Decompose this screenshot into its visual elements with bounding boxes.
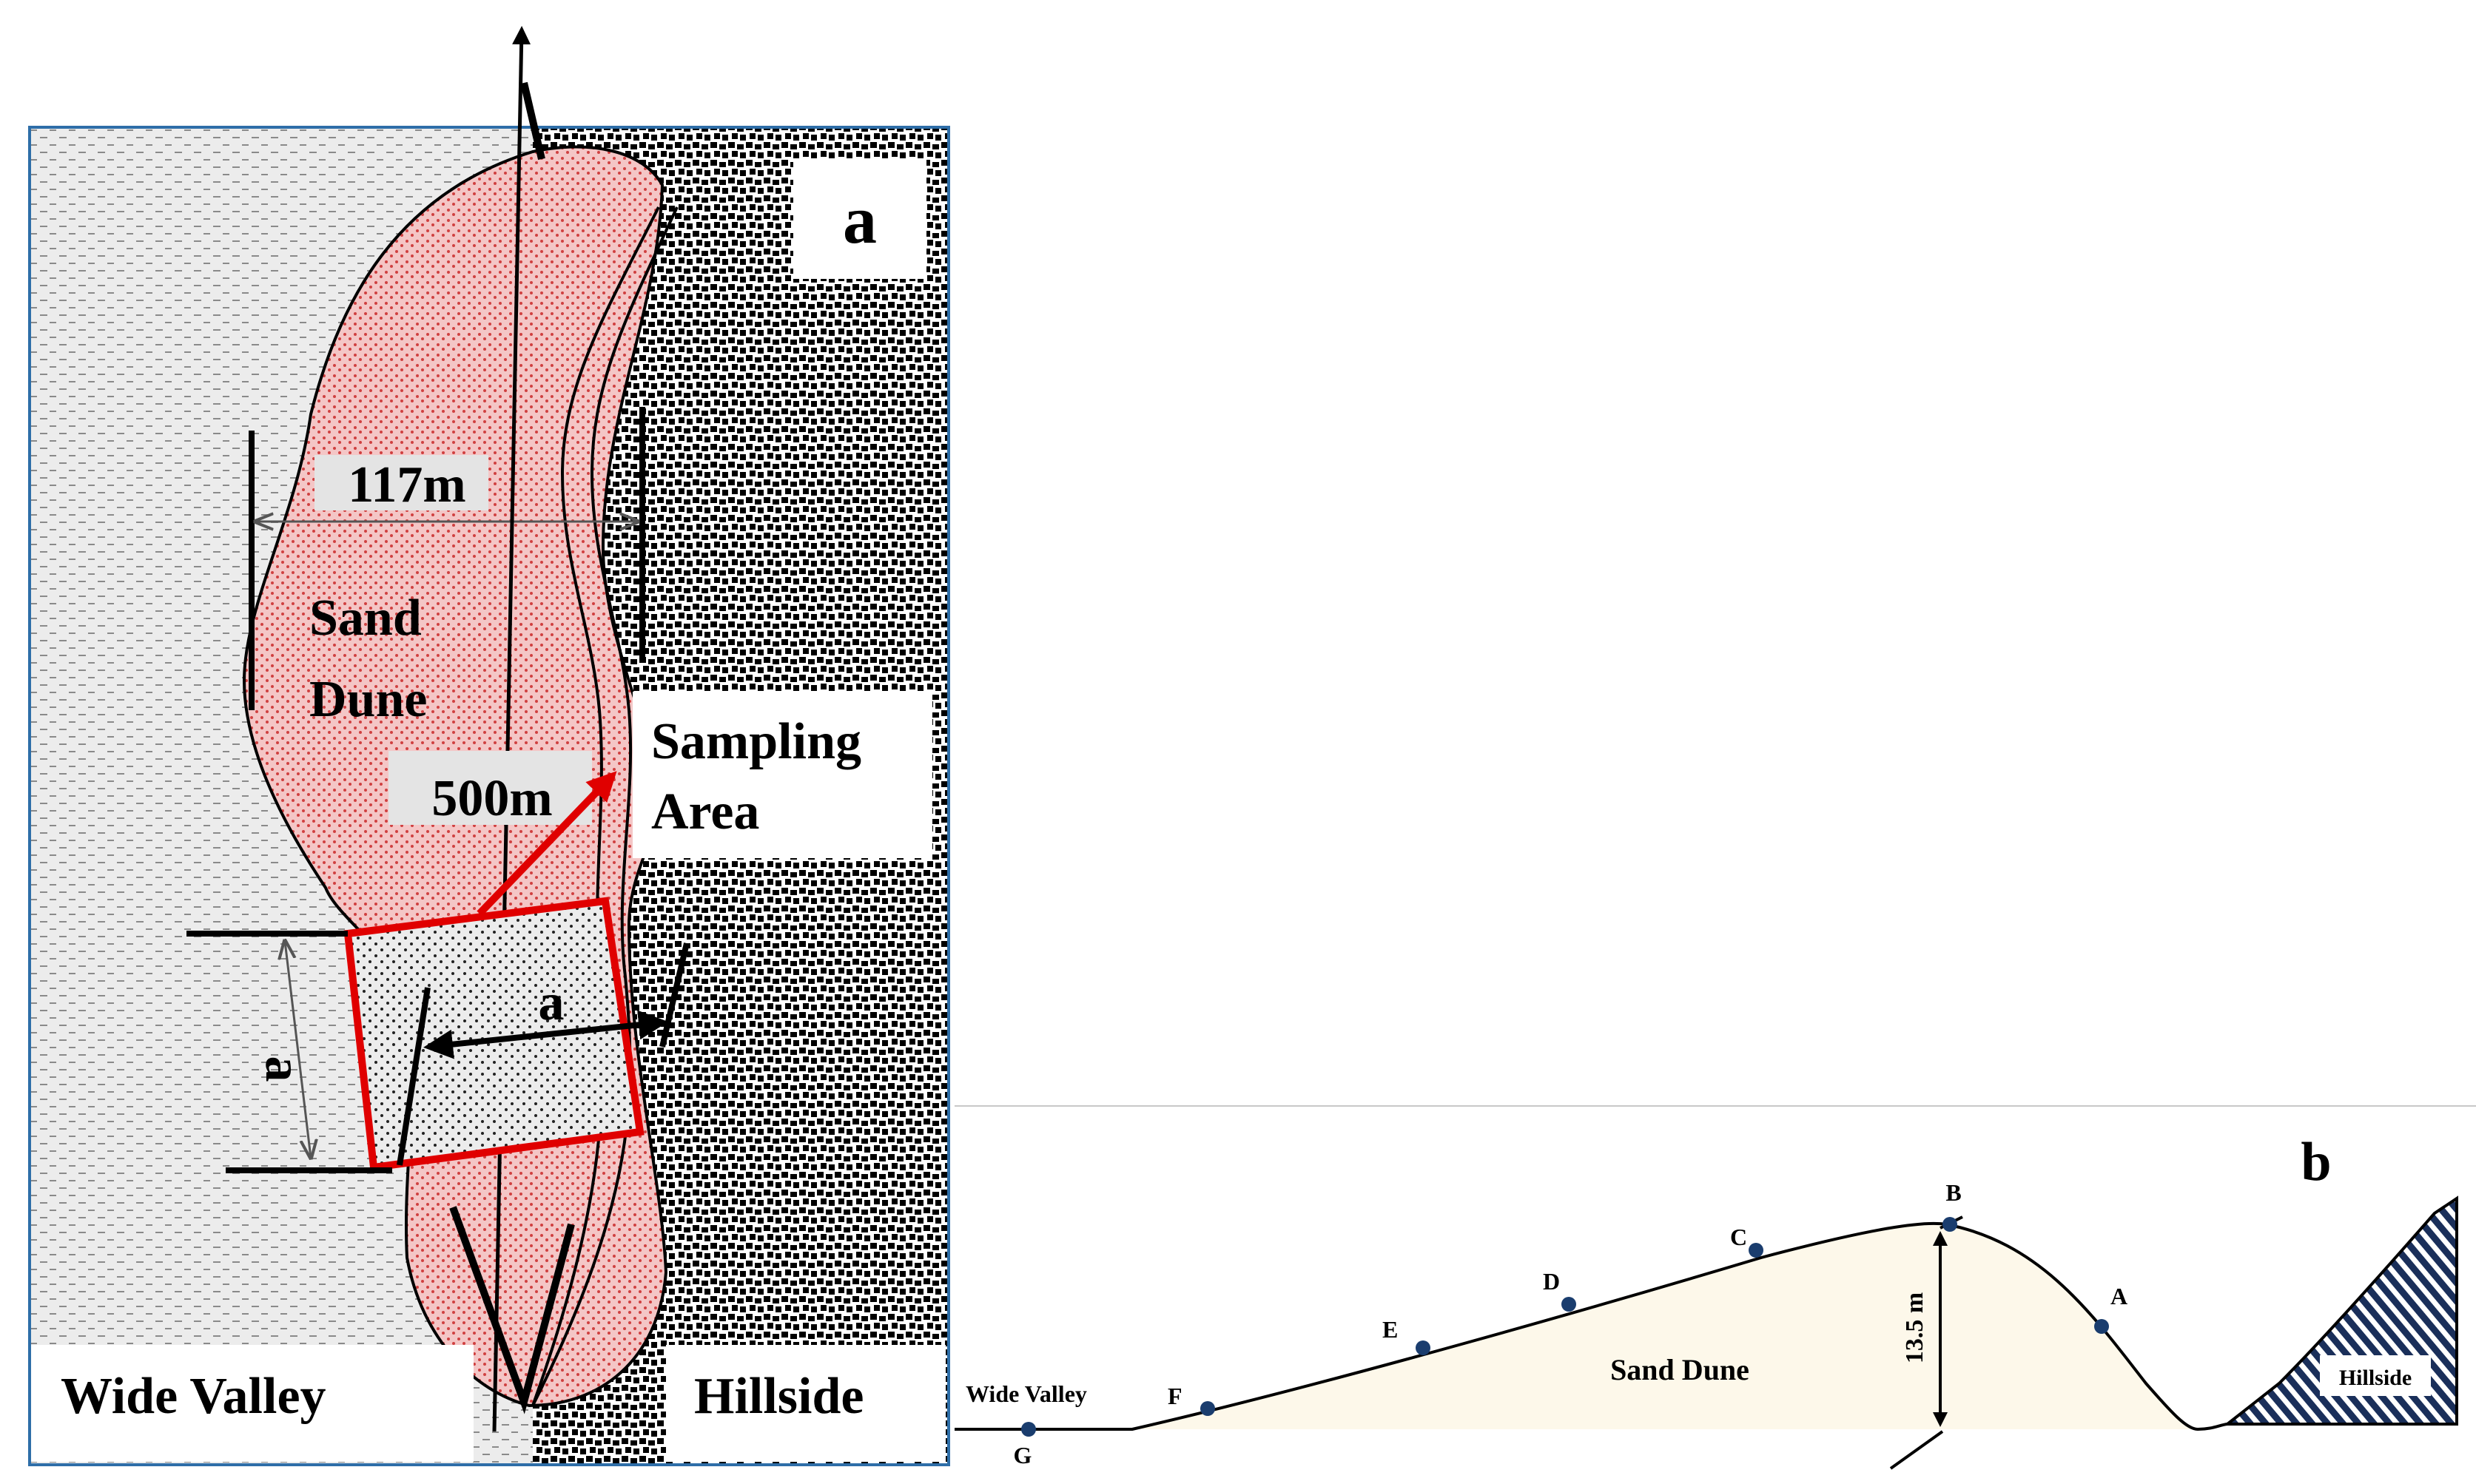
ground-profile-line	[955, 1221, 2228, 1431]
sampling-label-box	[633, 692, 932, 858]
vertical-side-arrow	[285, 941, 311, 1158]
panel-a-letter-box	[793, 159, 926, 279]
dune-profile-fill	[1132, 1223, 2198, 1429]
panel-b-letter: b	[2301, 1132, 2331, 1193]
length-label: 500m	[431, 770, 552, 827]
panel-a-letter: a	[843, 182, 877, 257]
point-c-label: C	[1730, 1224, 1747, 1250]
length-label-box	[388, 751, 592, 825]
length-arrow	[492, 26, 531, 1432]
horizontal-side-arrow	[423, 1010, 668, 1059]
sampling-arrow	[477, 771, 617, 917]
point-e-label: E	[1382, 1316, 1398, 1343]
point-b-label: B	[1945, 1179, 1961, 1206]
hillside-label-box	[666, 1345, 946, 1462]
point-d-label: D	[1543, 1268, 1560, 1295]
point-b-marker	[1942, 1217, 1957, 1232]
sampling-points: A B C D E F G	[1014, 1179, 2128, 1468]
width-label-box	[314, 455, 488, 510]
point-f-label: F	[1168, 1383, 1183, 1409]
width-label: 117m	[348, 456, 465, 513]
dune-label-b: Sand Dune	[1610, 1353, 1749, 1386]
valley-label-box	[31, 1345, 474, 1462]
point-c-marker	[1749, 1243, 1763, 1258]
valley-label-b: Wide Valley	[966, 1380, 1087, 1407]
sample-inner-bar-left	[397, 987, 431, 1166]
point-g-label: G	[1014, 1442, 1032, 1468]
length-arrow-tail-chevron	[449, 1206, 575, 1414]
panel-a-frame	[28, 126, 950, 1466]
length-arrow-head-stroke	[520, 81, 545, 161]
point-g-marker	[1021, 1422, 1036, 1437]
panel-a: 117m 500m Sand Dune Sampling Area a a a …	[28, 26, 950, 1466]
dune-label-line2: Dune	[309, 671, 427, 728]
sampling-label-line1: Sampling	[651, 713, 861, 770]
point-d-marker	[1561, 1297, 1576, 1312]
point-f-marker	[1200, 1401, 1215, 1416]
sampling-square	[343, 897, 645, 1172]
point-e-marker	[1416, 1340, 1430, 1355]
hillside-label-b: Hillside	[2339, 1366, 2412, 1390]
height-arrow-tick-bottom	[1889, 1430, 1944, 1470]
vertical-side-label: a	[255, 1056, 312, 1082]
dune-label-line1: Sand	[309, 590, 422, 647]
hillside-label: Hillside	[694, 1368, 864, 1425]
hillside-label-box-b	[2320, 1355, 2431, 1396]
height-label: 13.5 m	[1901, 1292, 1928, 1363]
panel-b: b Hillside Wide Valley Sand Dune 13.5 m …	[955, 1105, 2476, 1470]
horizontal-side-label: a	[539, 974, 565, 1031]
sampling-label-line2: Area	[651, 783, 759, 840]
point-a-marker	[2094, 1319, 2109, 1334]
point-a-label: A	[2110, 1283, 2127, 1309]
valley-label: Wide Valley	[61, 1368, 326, 1425]
